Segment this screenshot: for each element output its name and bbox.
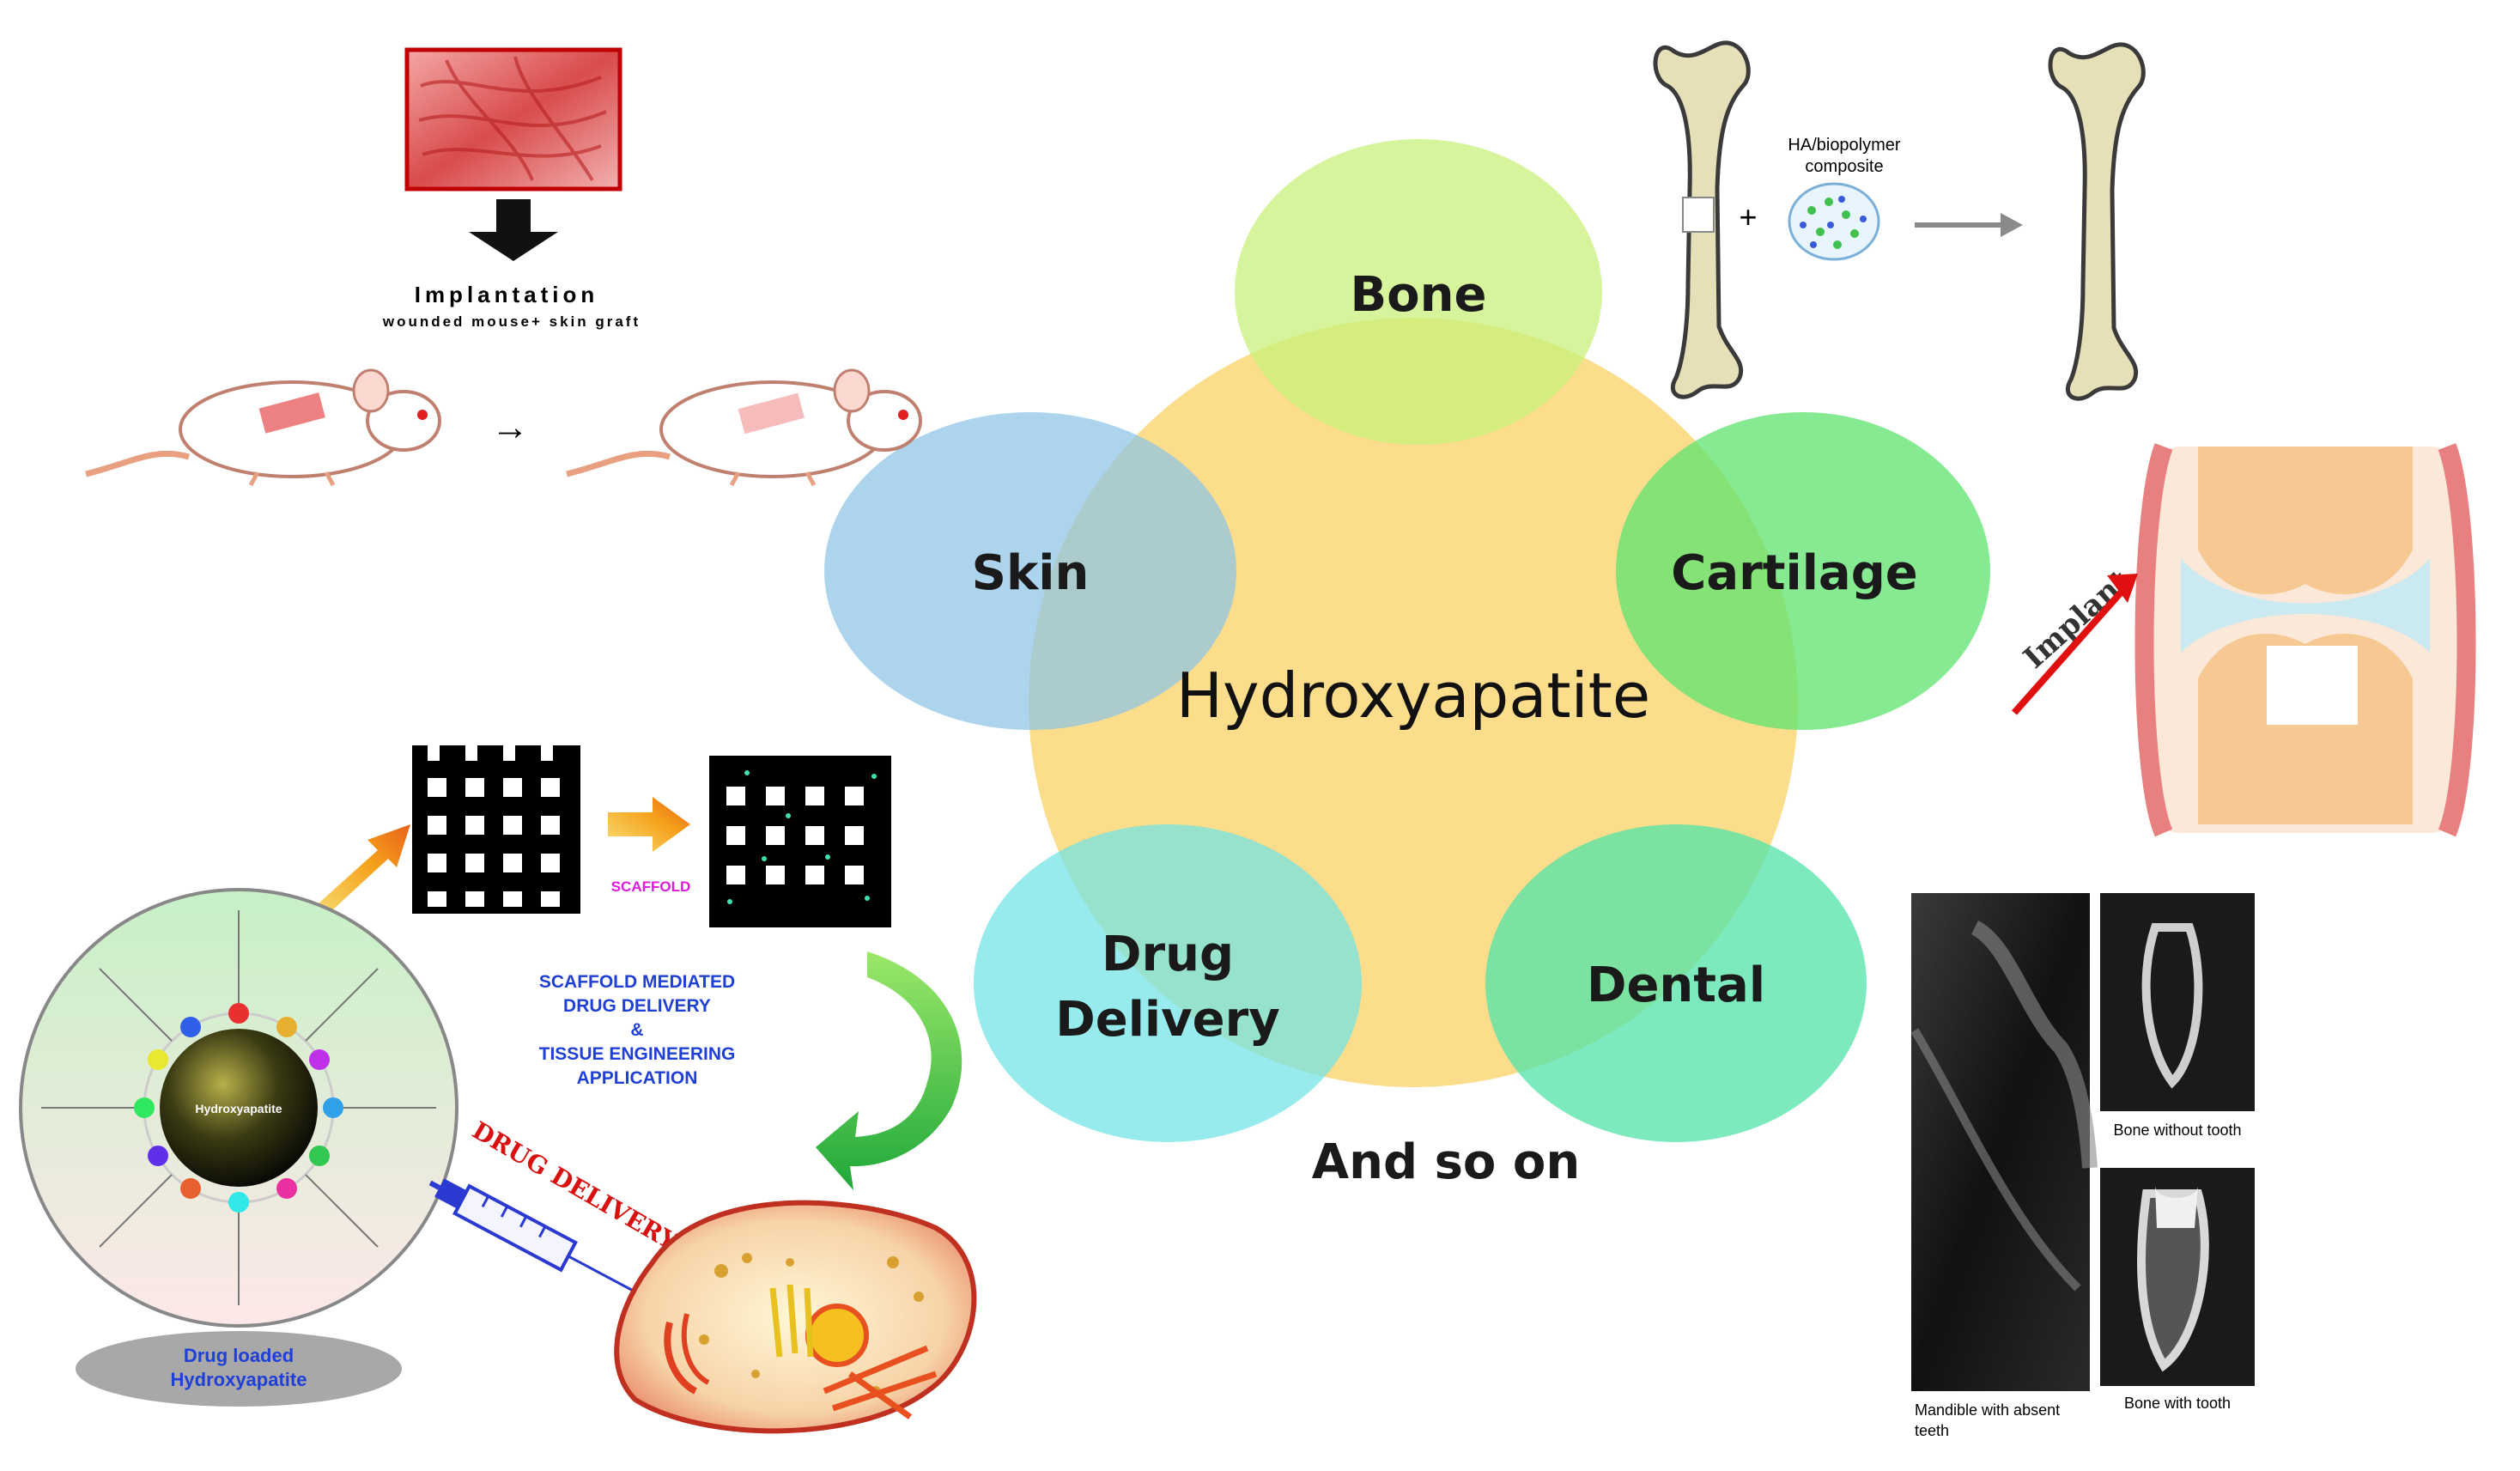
petal-bone xyxy=(1235,139,1602,445)
skin-texture-lines xyxy=(418,56,607,182)
implant-red-arrow-icon xyxy=(2012,590,2123,715)
cell-icon xyxy=(614,1200,977,1434)
mouse-after-icon xyxy=(566,368,922,487)
drug-loaded-line2: Hydroxyapatite xyxy=(171,1369,307,1390)
femur-with-defect-icon xyxy=(1653,40,1751,399)
mediated-line3: & xyxy=(630,1020,643,1040)
scaffold-grid-icon xyxy=(412,745,580,914)
caption-bone-without-tooth: Bone without tooth xyxy=(2113,1121,2241,1139)
ha-biopolymer-label-line2: composite xyxy=(1805,157,1883,176)
mediated-line2: DRUG DELIVERY xyxy=(563,996,711,1016)
implantation-label: Implantation xyxy=(415,282,599,307)
mouse-transition-arrow: → xyxy=(491,406,529,448)
ha-core xyxy=(160,1029,318,1187)
petal-dental xyxy=(1485,824,1867,1142)
petal-label-dental: Dental xyxy=(1587,957,1765,1013)
scaffold-label: SCAFFOLD xyxy=(611,878,691,895)
orange-arrow-right-icon xyxy=(608,797,690,852)
petal-label-bone: Bone xyxy=(1350,267,1486,323)
bone-panel: + HA/biopolymer composite xyxy=(1653,40,2146,401)
drug-delivery-panel: SCAFFOLD SCAFFOLD MEDIATED DRUG DELIVERY… xyxy=(19,745,977,1434)
orange-arrow-diagonal-icon xyxy=(311,824,410,921)
mediated-line4: TISSUE ENGINEERING xyxy=(539,1044,736,1064)
cartilage-panel: Implant xyxy=(2012,443,2476,837)
plus-sign: + xyxy=(1739,199,1757,234)
femur-healed-icon xyxy=(2048,42,2146,401)
ha-biopolymer-label-line1: HA/biopolymer xyxy=(1788,136,1901,155)
mandible-xray-image xyxy=(1911,893,2090,1391)
skin-panel: Implantation wounded mouse+ skin graft → xyxy=(85,47,922,487)
center-label: Hydroxyapatite xyxy=(1176,660,1650,732)
caption-mandible-line2: teeth xyxy=(1915,1422,1949,1439)
knee-joint-icon xyxy=(2134,443,2476,837)
mouse-before-icon xyxy=(85,368,441,487)
composite-sphere-icon xyxy=(1788,182,1880,261)
caption-bone-with-tooth: Bone with tooth xyxy=(2124,1395,2231,1412)
down-arrow-icon xyxy=(469,199,558,261)
petal-label-drug-line2: Delivery xyxy=(1055,992,1279,1048)
petal-label-skin: Skin xyxy=(972,545,1090,601)
caption-mandible-line1: Mandible with absent xyxy=(1915,1401,2060,1419)
wounded-mouse-label: wounded mouse+ skin graft xyxy=(382,313,641,330)
drug-loaded-label-plate xyxy=(76,1331,402,1407)
mediated-line5: APPLICATION xyxy=(577,1068,698,1088)
petal-drug-delivery xyxy=(974,824,1362,1142)
venn-diagram: Hydroxyapatite Bone Skin Cartilage Drug … xyxy=(824,139,1990,1190)
petal-skin xyxy=(824,412,1236,730)
green-curved-arrow-icon xyxy=(816,951,962,1190)
petal-cartilage xyxy=(1616,412,1990,730)
petal-label-drug-line1: Drug xyxy=(1102,927,1234,982)
drug-loaded-ha-circle: Hydroxyapatite xyxy=(19,888,458,1328)
dental-panel: Bone without tooth Mandible with absent … xyxy=(1910,893,2255,1439)
drug-loaded-scaffold-icon xyxy=(709,756,891,927)
drug-loaded-line1: Drug loaded xyxy=(184,1345,294,1366)
ha-core-label: Hydroxyapatite xyxy=(195,1102,282,1115)
mediated-line1: SCAFFOLD MEDIATED xyxy=(539,972,735,992)
drug-star-markers xyxy=(134,1003,343,1213)
petal-label-cartilage: Cartilage xyxy=(1671,545,1918,601)
syringe-icon xyxy=(428,1178,637,1294)
footer-and-so-on: And so on xyxy=(1312,1134,1580,1190)
